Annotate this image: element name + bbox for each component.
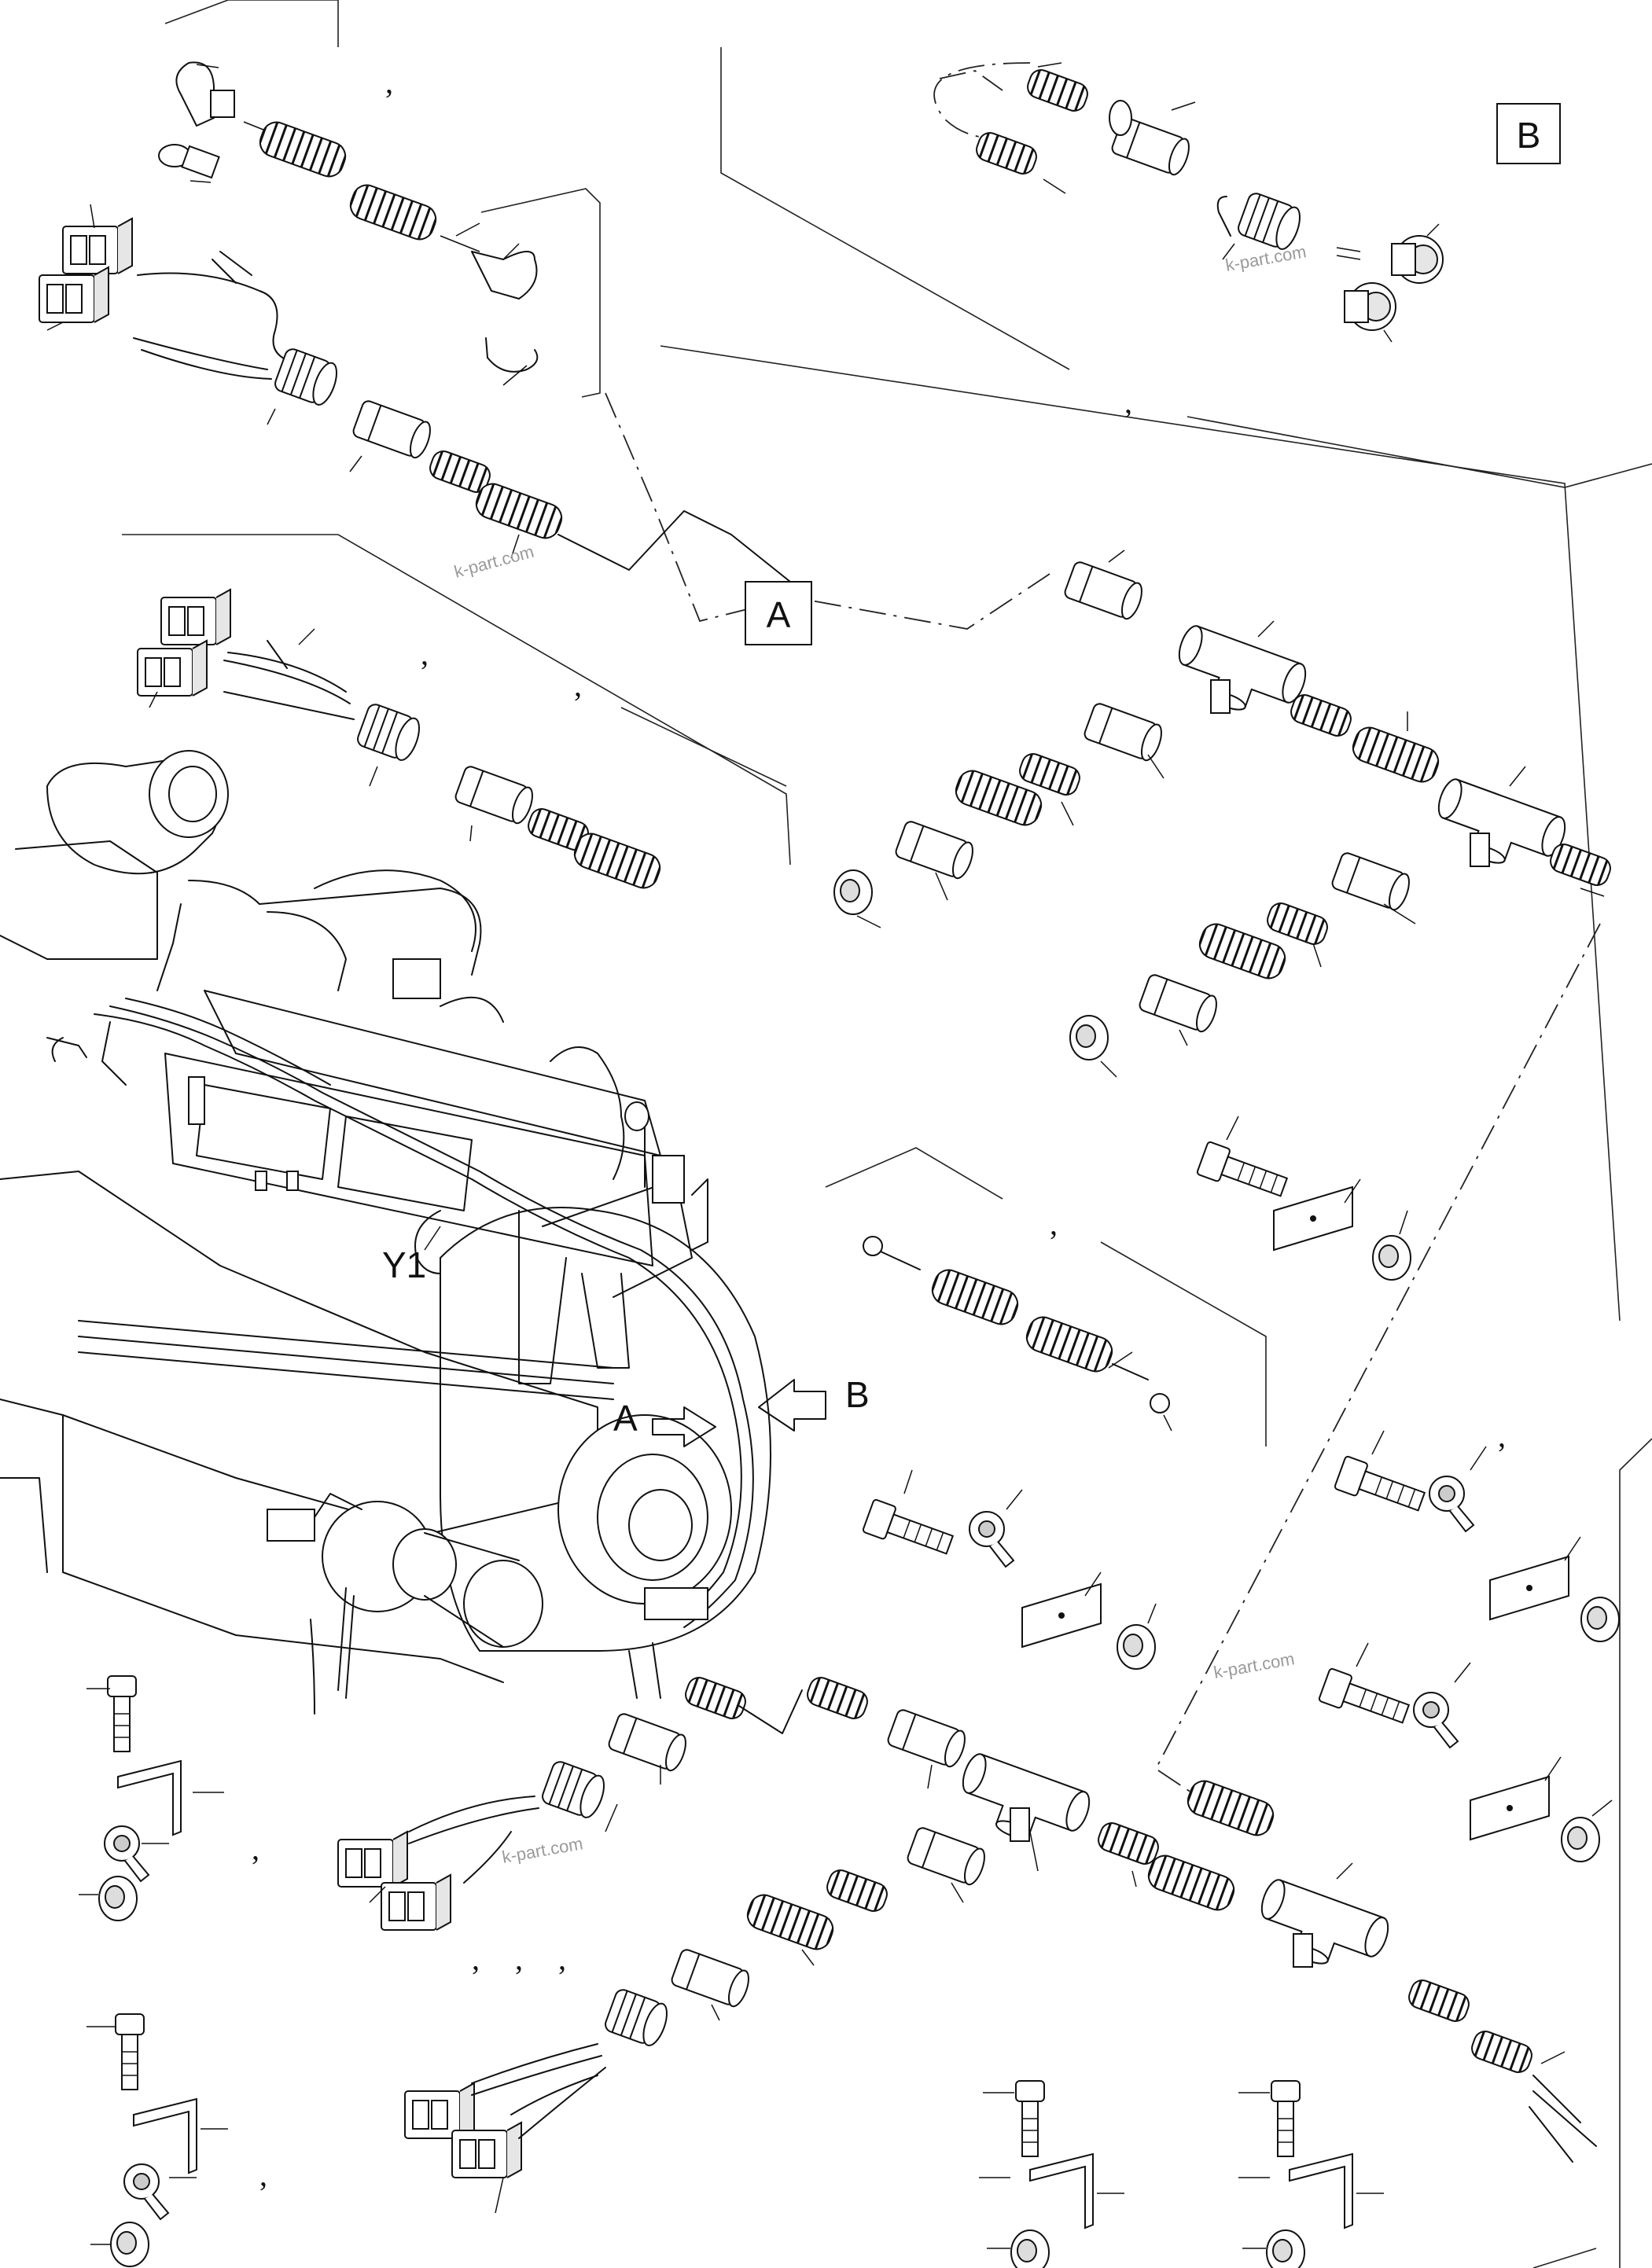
ground-cable-assembly: , (863, 1206, 1172, 1432)
hardware-group-right-1: , (1333, 1418, 1620, 1642)
bottom-harness-group: k-part.com , , , (337, 1674, 1597, 2214)
hardware-group-upper-right (1195, 1116, 1411, 1281)
view-label-a-text: A (767, 594, 791, 635)
separator-comma-6: , (472, 1941, 480, 1976)
top-left-plugs: k-part.com (39, 204, 791, 583)
watermark-view-b: k-part.com (1224, 241, 1308, 275)
hardware-group-lower-left-2: , (86, 2013, 267, 2267)
engine-label-b: B (845, 1374, 870, 1415)
view-label-b: B (1496, 103, 1561, 164)
hardware-group-bottom-right (1238, 2080, 1384, 2268)
separator-comma-b: , (1124, 384, 1132, 420)
receptacle-connector-1 (1391, 235, 1444, 284)
separator-comma: , (385, 64, 393, 100)
view-label-b-text: B (1517, 115, 1541, 156)
watermark-2: k-part.com (501, 1833, 585, 1867)
hardware-group-center (861, 1469, 1157, 1670)
engine-label-a: A (613, 1398, 638, 1439)
separator-comma-10: , (259, 2157, 267, 2193)
guide-lines (122, 0, 1652, 2268)
separator-comma-7: , (515, 1941, 523, 1976)
mid-left-harness-group: , , (137, 589, 665, 893)
engine-label-y1: Y1 (382, 1244, 426, 1285)
hardware-group-lower-left-1: , (79, 1675, 259, 1921)
hardware-group-bottom-center (979, 2080, 1124, 2268)
separator-comma-4: , (1050, 1206, 1058, 1241)
separator-comma-5: , (1498, 1418, 1506, 1454)
separator-comma-3: , (574, 667, 582, 703)
receptacle-connector-2 (1344, 282, 1396, 331)
engine-illustration: A B Y1 (0, 750, 870, 1715)
hardware-group-right-2: k-part.com (1212, 1642, 1613, 1862)
view-a-harness-group (833, 550, 1614, 1078)
separator-comma-2: , (421, 636, 429, 671)
separator-comma-8: , (558, 1941, 566, 1976)
watermark-3: k-part.com (1212, 1649, 1297, 1682)
view-b-parts: k-part.com , (973, 62, 1444, 420)
top-left-harness-group: , (158, 61, 539, 386)
view-label-a: A (745, 581, 812, 645)
watermark: k-part.com (452, 542, 536, 582)
separator-comma-9: , (252, 1831, 259, 1866)
